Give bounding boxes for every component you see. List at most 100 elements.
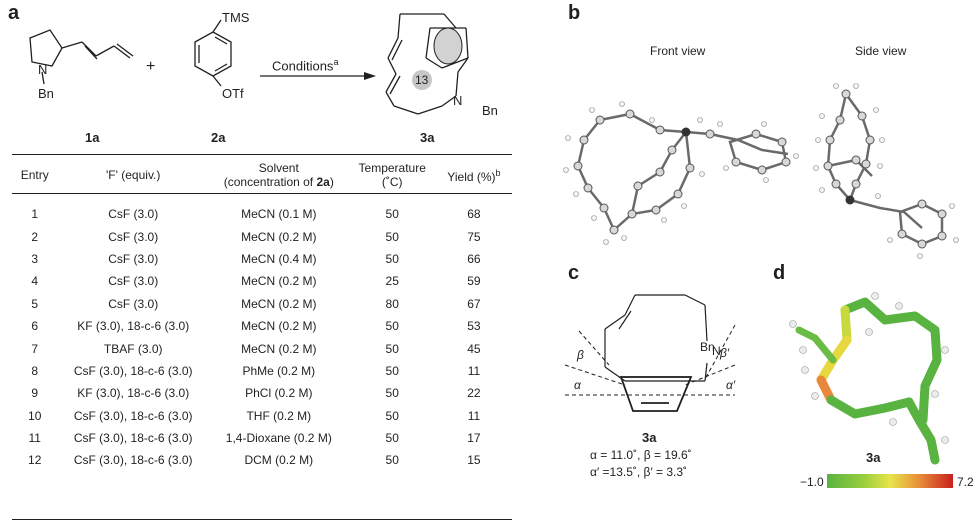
front-view-label: Front view — [650, 44, 706, 58]
compound-label-3a-d: 3a — [866, 450, 881, 465]
beta-label: β — [577, 348, 584, 362]
cell-solvent: MeCN (0.4 M) — [241, 251, 317, 266]
reaction-arrow — [260, 72, 376, 80]
side-view-label: Side view — [855, 44, 907, 58]
cell-temperature: 50 — [385, 453, 399, 468]
header-solvent: Solvent (concentration of 2a) — [223, 161, 334, 189]
cell-entry: 7 — [31, 341, 39, 356]
alpha-prime-label: α′ — [726, 378, 736, 392]
cell-entry: 6 — [31, 319, 39, 334]
cell-solvent: 1,4-Dioxane (0.2 M) — [225, 431, 332, 446]
tms-label: TMS — [222, 10, 250, 25]
cell-yield: 17 — [467, 431, 481, 446]
cell-entry: 3 — [31, 251, 39, 266]
compound-2a-structure — [194, 19, 232, 87]
cell-f: KF (3.0), 18-c-6 (3.0) — [77, 386, 190, 401]
header-yield: Yield (%)b — [447, 168, 501, 184]
bn-group-label: Bn — [38, 86, 54, 101]
cell-solvent: PhMe (0.2 M) — [242, 363, 316, 378]
cell-yield: 22 — [467, 386, 481, 401]
cell-yield: 11 — [467, 408, 481, 423]
cell-yield: 67 — [467, 296, 481, 311]
header-f: 'F' (equiv.) — [106, 168, 161, 182]
table-row: 8 CsF (3.0), 18-c-6 (3.0) PhMe (0.2 M) 50 11 — [12, 360, 512, 382]
cell-f: CsF (3.0) — [108, 207, 159, 222]
cell-f: CsF (3.0), 18-c-6 (3.0) — [73, 408, 193, 423]
cell-f: CsF (3.0), 18-c-6 (3.0) — [73, 363, 193, 378]
table-header-rule — [12, 193, 512, 194]
color-scale-min: −1.0 — [800, 475, 824, 489]
cell-temperature: 80 — [385, 296, 399, 311]
compound-label-1a: 1a — [85, 130, 100, 145]
compound-3a-structure — [385, 13, 469, 115]
cell-entry: 12 — [28, 453, 42, 468]
cell-temperature: 50 — [385, 363, 399, 378]
cell-entry: 9 — [31, 386, 39, 401]
cell-yield: 11 — [467, 363, 481, 378]
cell-yield: 66 — [467, 251, 481, 266]
cell-solvent: MeCN (0.2 M) — [241, 341, 317, 356]
table-row: 3 CsF (3.0) MeCN (0.4 M) 50 66 — [12, 248, 512, 270]
cell-f: CsF (3.0) — [108, 251, 159, 266]
cell-solvent: THF (0.2 M) — [246, 408, 312, 423]
cell-solvent: MeCN (0.2 M) — [241, 296, 317, 311]
cell-yield: 15 — [467, 453, 481, 468]
table-bottom-rule — [12, 519, 512, 520]
cell-temperature: 50 — [385, 207, 399, 222]
cell-f: TBAF (3.0) — [103, 341, 163, 356]
cell-entry: 5 — [31, 296, 39, 311]
panel-label-a: a — [8, 2, 20, 24]
conditions-table: Entry 'F' (equiv.) Solvent (concentratio… — [12, 155, 512, 472]
cell-yield: 53 — [467, 319, 481, 334]
strain-energy-model — [789, 292, 949, 465]
table-row: 12 CsF (3.0), 18-c-6 (3.0) DCM (0.2 M) 50 15 — [12, 449, 512, 471]
cell-entry: 1 — [31, 207, 39, 222]
n-atom-label-c: N — [712, 344, 721, 358]
crystal-structure-side-view — [813, 83, 959, 259]
angles-line-1: α = 11.0˚, β = 19.6˚ — [590, 448, 692, 462]
cell-temperature: 50 — [385, 251, 399, 266]
table-row: 11 CsF (3.0), 18-c-6 (3.0) 1,4-Dioxane (0.… — [12, 427, 512, 449]
panel-label-c: c — [568, 262, 580, 284]
n-atom-label-3a: N — [453, 93, 463, 108]
compound-1a-structure — [29, 29, 134, 85]
cell-entry: 11 — [28, 431, 41, 446]
cell-f: KF (3.0), 18-c-6 (3.0) — [77, 319, 190, 334]
color-scale-bar — [827, 474, 953, 488]
angles-line-2: α′ =13.5˚, β′ = 3.3˚ — [590, 465, 688, 479]
compound-label-2a: 2a — [211, 130, 226, 145]
beta-prime-label: β′ — [720, 346, 730, 360]
cell-f: CsF (3.0), 18-c-6 (3.0) — [73, 431, 193, 446]
cell-solvent: MeCN (0.2 M) — [241, 319, 317, 334]
cell-entry: 4 — [31, 274, 39, 289]
cell-temperature: 50 — [385, 431, 399, 446]
cell-f: CsF (3.0) — [108, 296, 159, 311]
n-atom-label: N — [38, 62, 48, 77]
header-temperature: Temperature(˚C) — [358, 161, 426, 189]
table-row: 5 CsF (3.0) MeCN (0.2 M) 80 67 — [12, 293, 512, 315]
table-header-row: Entry 'F' (equiv.) Solvent (concentratio… — [12, 155, 512, 195]
cell-entry: 10 — [28, 408, 42, 423]
cell-solvent: MeCN (0.1 M) — [241, 207, 317, 222]
bn-group-label-c: Bn — [700, 340, 715, 354]
cell-f: CsF (3.0), 18-c-6 (3.0) — [73, 453, 193, 468]
cell-entry: 2 — [31, 229, 39, 244]
cell-solvent: MeCN (0.2 M) — [241, 229, 317, 244]
cell-temperature: 50 — [385, 341, 399, 356]
cell-solvent: DCM (0.2 M) — [244, 453, 314, 468]
cell-solvent: MeCN (0.2 M) — [241, 274, 317, 289]
strain-angle-diagram — [564, 294, 736, 412]
color-scale-max: 7.2 — [957, 475, 973, 489]
cell-yield: 75 — [467, 229, 481, 244]
cell-temperature: 50 — [385, 408, 399, 423]
cell-entry: 8 — [31, 363, 39, 378]
cell-solvent: PhCl (0.2 M) — [245, 386, 313, 401]
ring-size-label: 13 — [415, 73, 429, 87]
table-top-rule — [12, 154, 512, 155]
